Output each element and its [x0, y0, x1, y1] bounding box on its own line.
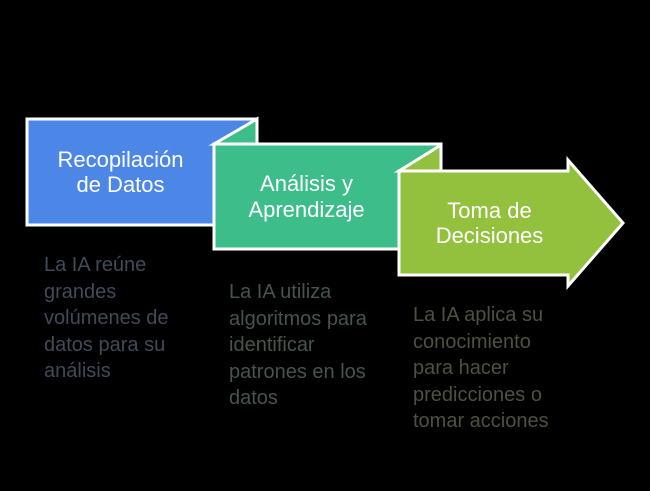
description-line: La IA reúne — [44, 254, 147, 276]
description-line: conocimiento — [413, 330, 531, 353]
step-3-description: La IA aplica su conocimiento para hacer … — [413, 302, 549, 435]
description-line: datos — [229, 387, 278, 409]
step-3-arrow-shape — [397, 156, 625, 290]
description-line: identificar — [229, 334, 315, 356]
description-line: La IA utiliza — [229, 281, 332, 303]
description-line: patrones en los — [229, 360, 366, 383]
description-line: datos para su — [44, 333, 166, 356]
step-2-description: La IA utiliza algoritmos para identifica… — [229, 279, 367, 412]
step-1-description: La IA reúne grandes volúmenes de datos p… — [44, 252, 169, 385]
description-line: grandes — [44, 280, 117, 303]
description-line: para hacer — [413, 357, 509, 379]
description-line: algoritmos para — [229, 307, 367, 330]
description-line: análisis — [44, 360, 111, 382]
description-line: tomar acciones — [413, 410, 549, 432]
description-line: volúmenes de — [44, 307, 169, 329]
description-line: predicciones o — [413, 383, 542, 406]
description-line: La IA aplica su — [413, 304, 544, 326]
